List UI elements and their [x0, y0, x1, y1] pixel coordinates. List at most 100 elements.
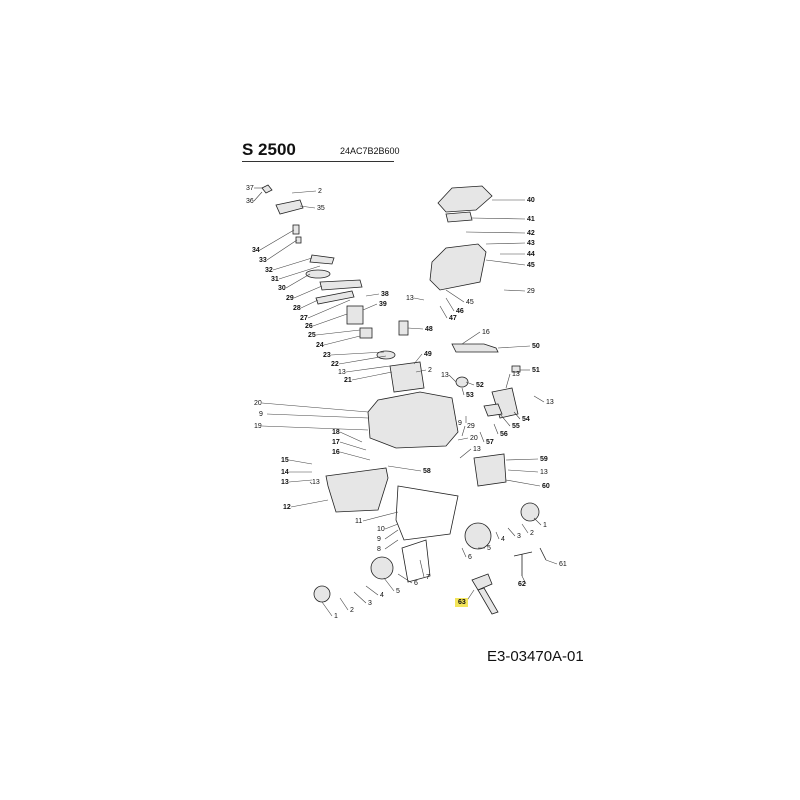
callout-label-2: 2 — [530, 530, 534, 537]
leader-line-13 — [345, 365, 391, 373]
leader-line-58 — [387, 465, 422, 472]
leader-line-35 — [299, 205, 316, 209]
leader-lines-layer — [253, 187, 558, 617]
leader-line-16 — [339, 451, 371, 461]
callout-label-6: 6 — [468, 554, 472, 561]
part-code: 24AC7B2B600 — [340, 146, 400, 156]
part-shape-34 — [292, 224, 300, 235]
callout-label-12: 12 — [283, 504, 291, 511]
leader-line-2 — [521, 523, 529, 534]
part-shape-7 — [401, 539, 431, 583]
callout-label-7: 7 — [426, 574, 430, 581]
callout-label-56: 56 — [500, 431, 508, 438]
callout-label-29: 29 — [467, 423, 475, 430]
leader-line-34 — [259, 229, 295, 251]
part-shape-35 — [275, 199, 304, 215]
leader-line-16 — [461, 331, 481, 345]
callout-label-2: 2 — [350, 607, 354, 614]
leader-line-13 — [288, 479, 313, 483]
callout-label-17: 17 — [332, 439, 340, 446]
callout-label-34: 34 — [252, 247, 260, 254]
part-shape-61 — [539, 547, 547, 561]
part-shape-60 — [473, 453, 507, 487]
leader-line-46 — [445, 297, 455, 312]
callout-label-18: 18 — [332, 429, 340, 436]
callout-label-9: 9 — [259, 411, 263, 418]
callout-label-13: 13 — [540, 469, 548, 476]
leader-line-50 — [497, 345, 531, 349]
leader-line-20 — [261, 402, 369, 413]
callout-label-40: 40 — [527, 197, 535, 204]
leader-line-27 — [307, 299, 351, 319]
part-shape-55 — [483, 403, 503, 417]
callout-label-50: 50 — [532, 343, 540, 350]
leader-line-61 — [545, 559, 558, 565]
leader-line-2 — [291, 190, 317, 194]
leader-line-11 — [362, 511, 399, 522]
callout-label-13: 13 — [281, 479, 289, 486]
leader-line-9 — [266, 413, 369, 419]
leader-line-39 — [362, 303, 378, 311]
part-shape-49 — [389, 361, 425, 393]
leader-line-52 — [465, 381, 475, 386]
part-shape-wheel-left-1 — [313, 585, 331, 603]
leader-line-32 — [272, 257, 313, 271]
callout-label-10: 10 — [377, 526, 385, 533]
leader-line-2 — [339, 597, 349, 611]
callout-label-5: 5 — [487, 545, 491, 552]
callout-label-1: 1 — [543, 522, 547, 529]
parts-layer — [261, 184, 547, 615]
part-shape-28 — [315, 290, 355, 305]
callout-label-51: 51 — [532, 367, 540, 374]
callout-label-21: 21 — [344, 377, 352, 384]
callout-label-55: 55 — [512, 423, 520, 430]
callout-label-44: 44 — [527, 251, 535, 258]
leader-line-6 — [397, 573, 413, 584]
callout-label-35: 35 — [317, 205, 325, 212]
leader-line-22 — [338, 355, 387, 365]
leader-line-20 — [457, 437, 469, 441]
leader-line-57 — [479, 431, 485, 443]
callout-label-38: 38 — [381, 291, 389, 298]
callout-label-13: 13 — [512, 371, 520, 378]
leader-line-13 — [309, 481, 313, 485]
part-shape-wheel-right-1 — [520, 502, 540, 522]
callout-label-54: 54 — [522, 416, 530, 423]
callout-label-6: 6 — [414, 580, 418, 587]
callout-label-26: 26 — [305, 323, 313, 330]
leader-line-3 — [353, 591, 367, 604]
part-shape-19 — [367, 391, 459, 449]
leader-line-29 — [293, 285, 323, 299]
part-shape-12 — [325, 467, 389, 513]
leader-line-18 — [339, 431, 363, 443]
part-shape-36 — [261, 184, 273, 194]
leader-line-55 — [499, 413, 511, 427]
callout-label-23: 23 — [323, 352, 331, 359]
callout-label-32: 32 — [265, 267, 273, 274]
callout-label-13: 13 — [338, 369, 346, 376]
callout-label-4: 4 — [501, 536, 505, 543]
part-shape-50 — [451, 343, 499, 353]
callout-label-3: 3 — [517, 533, 521, 540]
callout-label-30: 30 — [278, 285, 286, 292]
leader-line-6 — [461, 547, 467, 558]
callout-label-22: 22 — [331, 361, 339, 368]
leader-line-54 — [513, 411, 521, 420]
leader-line-23 — [330, 351, 385, 356]
leader-line-59 — [505, 458, 539, 461]
leader-line-53 — [461, 387, 465, 396]
part-shape-43 — [429, 243, 487, 291]
part-shape-32 — [309, 254, 335, 265]
callout-label-8: 8 — [377, 546, 381, 553]
callout-label-52: 52 — [476, 382, 484, 389]
leader-line-13 — [413, 297, 425, 301]
callout-label-20: 20 — [254, 400, 262, 407]
drawing-number: E3-03470A-01 — [487, 648, 584, 665]
callout-label-16: 16 — [332, 449, 340, 456]
leader-line-62 — [521, 575, 527, 585]
callout-label-45: 45 — [466, 299, 474, 306]
part-shape-63-shaft — [477, 587, 499, 615]
leader-line-12 — [290, 499, 329, 508]
callout-label-60: 60 — [542, 483, 550, 490]
